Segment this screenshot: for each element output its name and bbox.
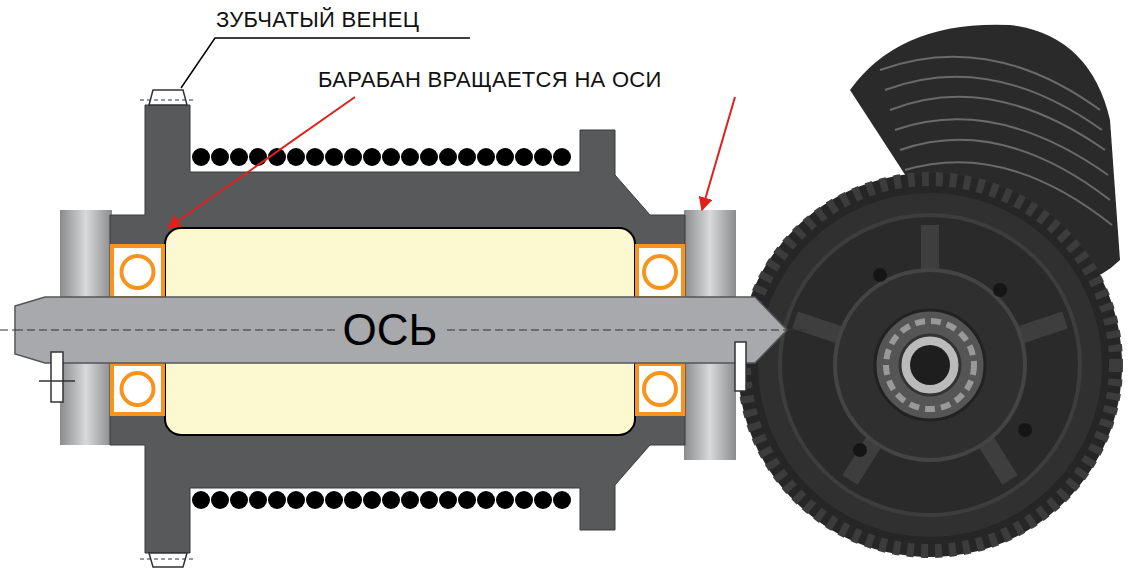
axle-body [15, 297, 787, 363]
drum-photo [738, 25, 1122, 557]
cotter-pin [735, 342, 746, 391]
callout-label: БАРАБАН ВРАЩАЕТСЯ НА ОСИ [318, 69, 662, 91]
cotter-pin [51, 352, 63, 402]
callout-label: ЗУБЧАТЫЙ ВЕНЕЦ [216, 9, 419, 31]
axle-shaft: ОСЬ [15, 297, 787, 363]
axle-label: ОСЬ [337, 308, 444, 352]
pin-line [39, 380, 75, 382]
leader-arrow [168, 97, 355, 228]
leader-arrow [702, 97, 735, 210]
